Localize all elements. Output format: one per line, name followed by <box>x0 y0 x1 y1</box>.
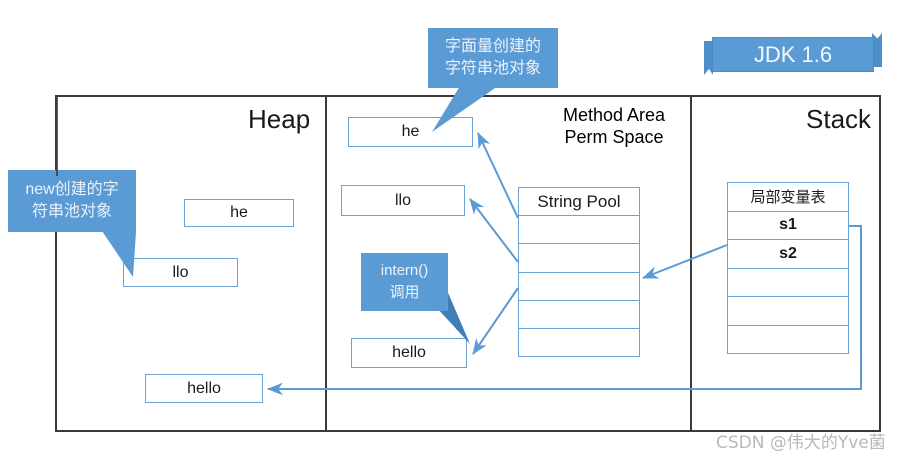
string-pool-row <box>519 244 639 273</box>
heap-object-llo: llo <box>123 258 238 287</box>
callout-new-object-line1: new创建的字 <box>25 181 119 198</box>
string-pool-row <box>519 329 639 356</box>
region-title-method-line2: Perm Space <box>564 127 664 147</box>
local-variable-row <box>728 269 848 297</box>
callout-intern-call-line1: intern() <box>380 262 429 279</box>
jdk-version-label: JDK 1.6 <box>712 37 874 72</box>
string-pool-row <box>519 216 639 245</box>
region-title-method-area: Method Area Perm Space <box>563 104 665 148</box>
local-variable-table-header: 局部变量表 <box>728 183 848 212</box>
callout-literal-object: 字面量创建的 字符串池对象 <box>428 28 558 88</box>
method-area-object-hello: hello <box>351 338 467 368</box>
heap-object-he: he <box>184 199 294 227</box>
region-divider-heap-method <box>325 95 327 432</box>
ribbon-fold-left-icon <box>704 41 713 75</box>
callout-new-object: new创建的字 符串池对象 <box>8 170 136 232</box>
heap-object-hello: hello <box>145 374 263 403</box>
string-pool-table: String Pool <box>518 187 640 357</box>
local-variable-row <box>728 326 848 354</box>
callout-intern-call-line2: 调用 <box>389 284 420 301</box>
local-variable-row <box>728 297 848 326</box>
local-variable-row-s2: s2 <box>728 240 848 269</box>
ribbon-fold-right-icon <box>872 33 882 67</box>
method-area-object-llo: llo <box>341 185 465 216</box>
string-pool-row <box>519 301 639 329</box>
jdk-version-banner: JDK 1.6 <box>704 33 882 75</box>
callout-literal-object-line1: 字面量创建的 <box>444 38 541 55</box>
region-title-method-line1: Method Area <box>563 105 666 125</box>
string-pool-header: String Pool <box>519 188 639 217</box>
callout-literal-object-line2: 字符串池对象 <box>444 60 541 77</box>
local-variable-table: 局部变量表 s1 s2 <box>727 182 849 354</box>
region-divider-method-stack <box>690 95 692 432</box>
region-title-stack: Stack <box>806 104 872 134</box>
callout-new-object-line2: 符串池对象 <box>31 203 112 220</box>
callout-intern-call: intern() 调用 <box>361 253 448 311</box>
region-title-heap: Heap <box>248 104 311 134</box>
local-variable-row-s1: s1 <box>728 212 848 240</box>
string-pool-row <box>519 273 639 301</box>
watermark-text: CSDN @伟大的Yve菌 <box>716 433 886 453</box>
method-area-object-he: he <box>348 117 473 147</box>
